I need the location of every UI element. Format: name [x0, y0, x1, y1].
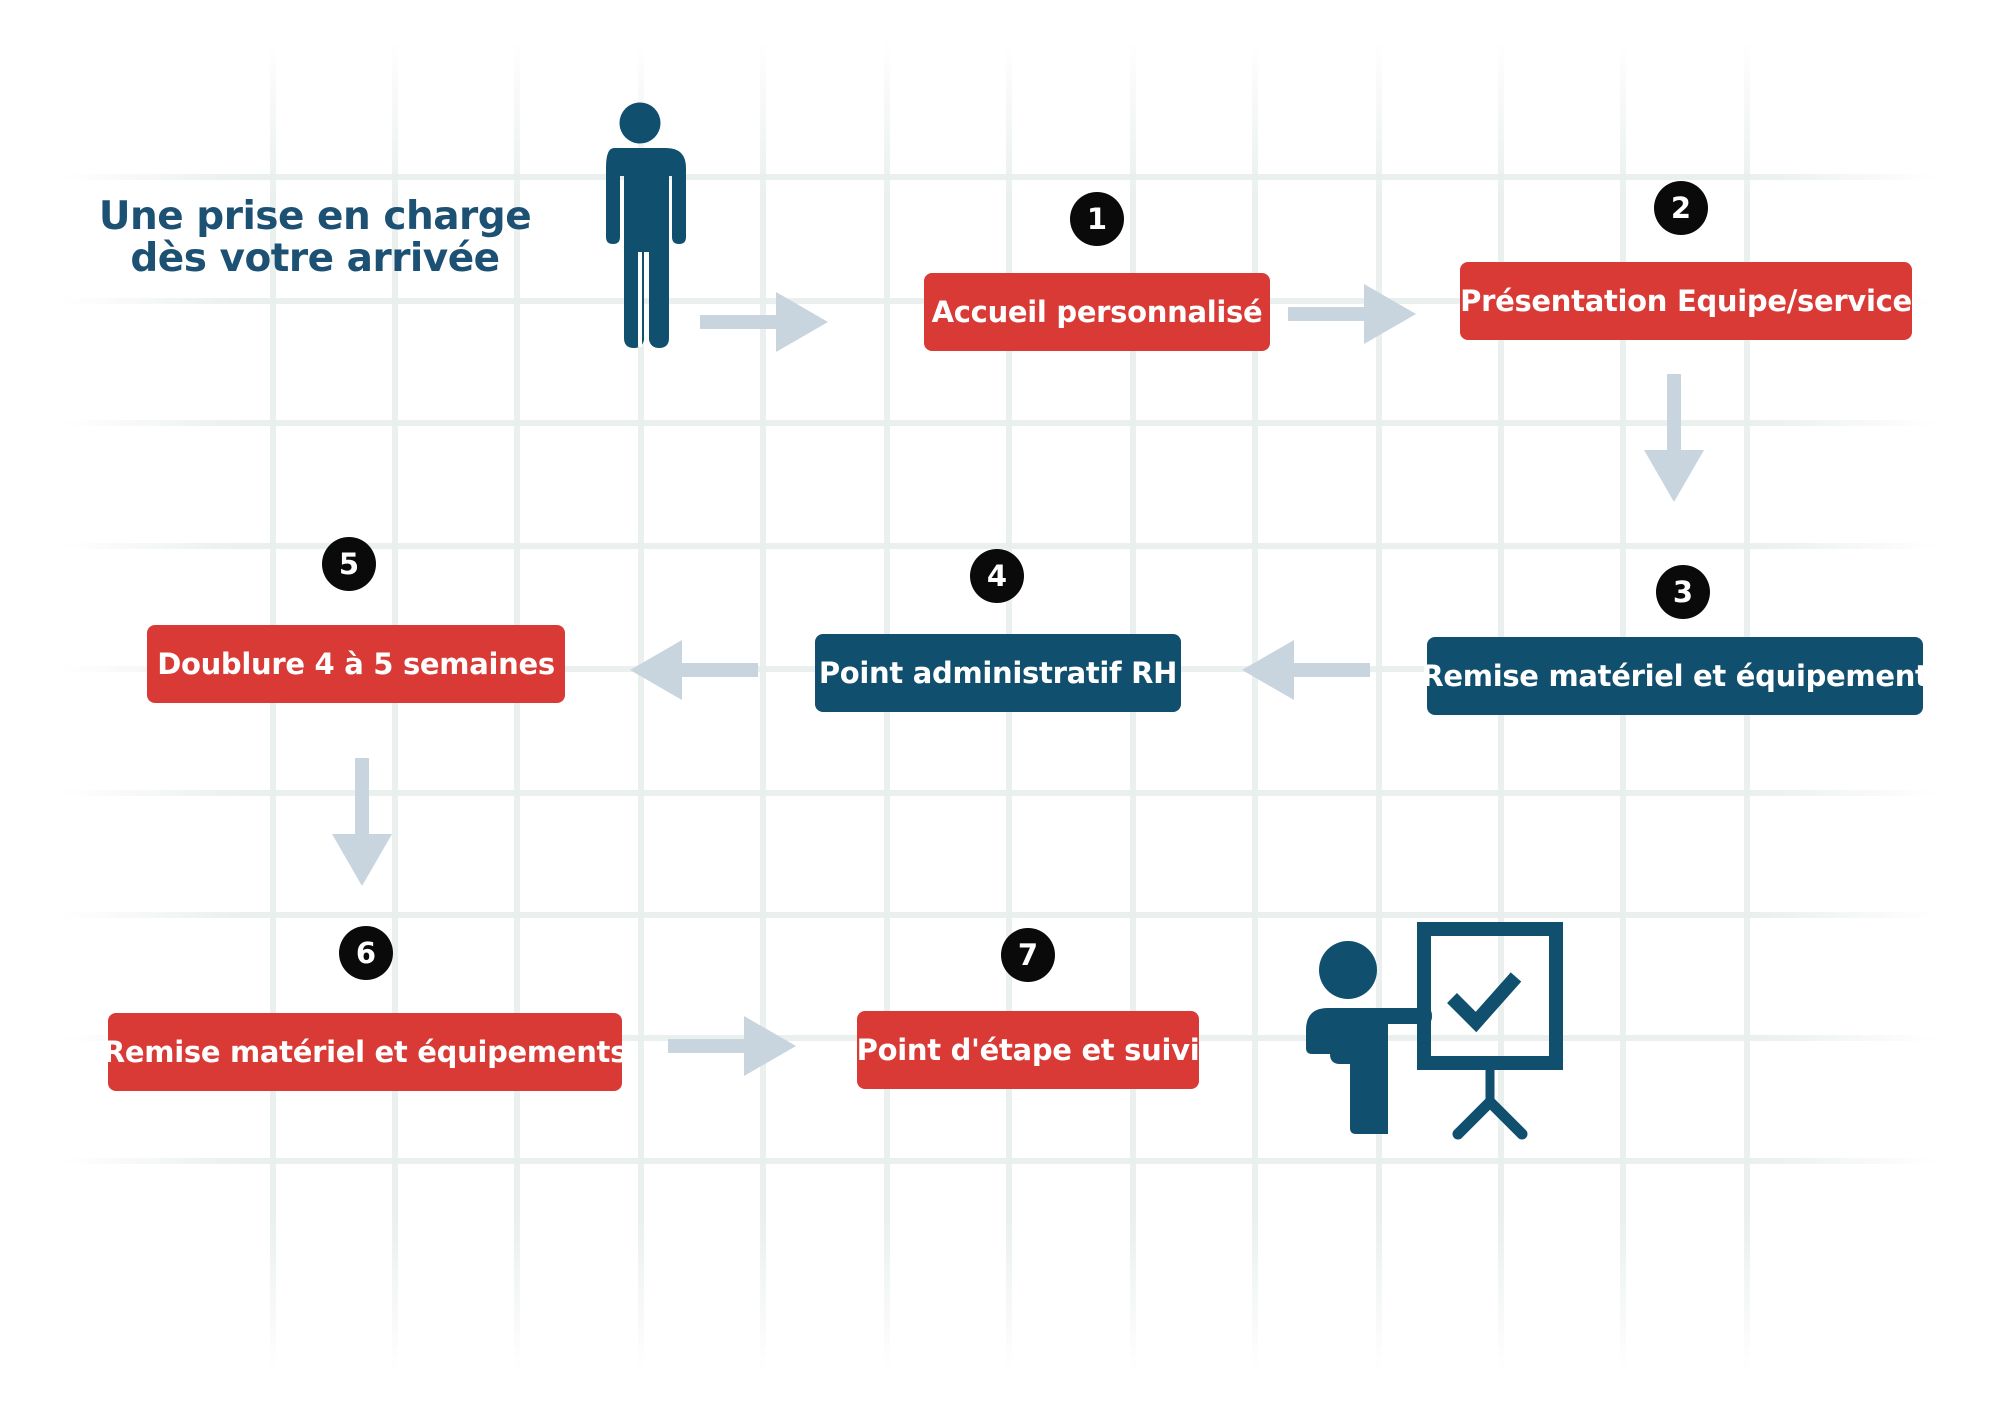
- headline: Une prise en charge dès votre arrivée: [80, 196, 550, 280]
- arrow-right-6-7: [668, 1016, 796, 1076]
- step-7-box: Point d'étape et suivi: [857, 1011, 1200, 1089]
- step-4-box: Point administratif RH: [815, 634, 1181, 712]
- arrow-left-4-5: [630, 640, 758, 700]
- headline-line-1: Une prise en charge: [98, 194, 532, 239]
- arrow-right-1-2: [1288, 284, 1416, 344]
- headline-line-2: dès votre arrivée: [130, 236, 500, 281]
- step-5-box: Doublure 4 à 5 semaines: [147, 625, 565, 703]
- arrow-down-2-3: [1644, 374, 1704, 502]
- person-standing-icon: [606, 102, 686, 348]
- step-2-box: Présentation Equipe/service: [1460, 262, 1912, 340]
- arrow-right-start: [700, 292, 828, 352]
- step-4-badge: 4: [970, 549, 1024, 603]
- arrow-left-3-4: [1242, 640, 1370, 700]
- arrow-down-5-6: [332, 758, 392, 886]
- step-1-box: Accueil personnalisé: [924, 273, 1270, 351]
- step-2-badge: 2: [1654, 181, 1708, 235]
- presenter-board-check-icon: [1306, 922, 1563, 1140]
- step-3-box: Remise matériel et équipement: [1421, 637, 1929, 715]
- step-7-badge: 7: [1001, 928, 1055, 982]
- step-1-badge: 1: [1070, 192, 1124, 246]
- step-5-badge: 5: [322, 537, 376, 591]
- step-3-badge: 3: [1656, 565, 1710, 619]
- step-6-box: Remise matériel et équipements: [103, 1013, 627, 1091]
- step-6-badge: 6: [339, 926, 393, 980]
